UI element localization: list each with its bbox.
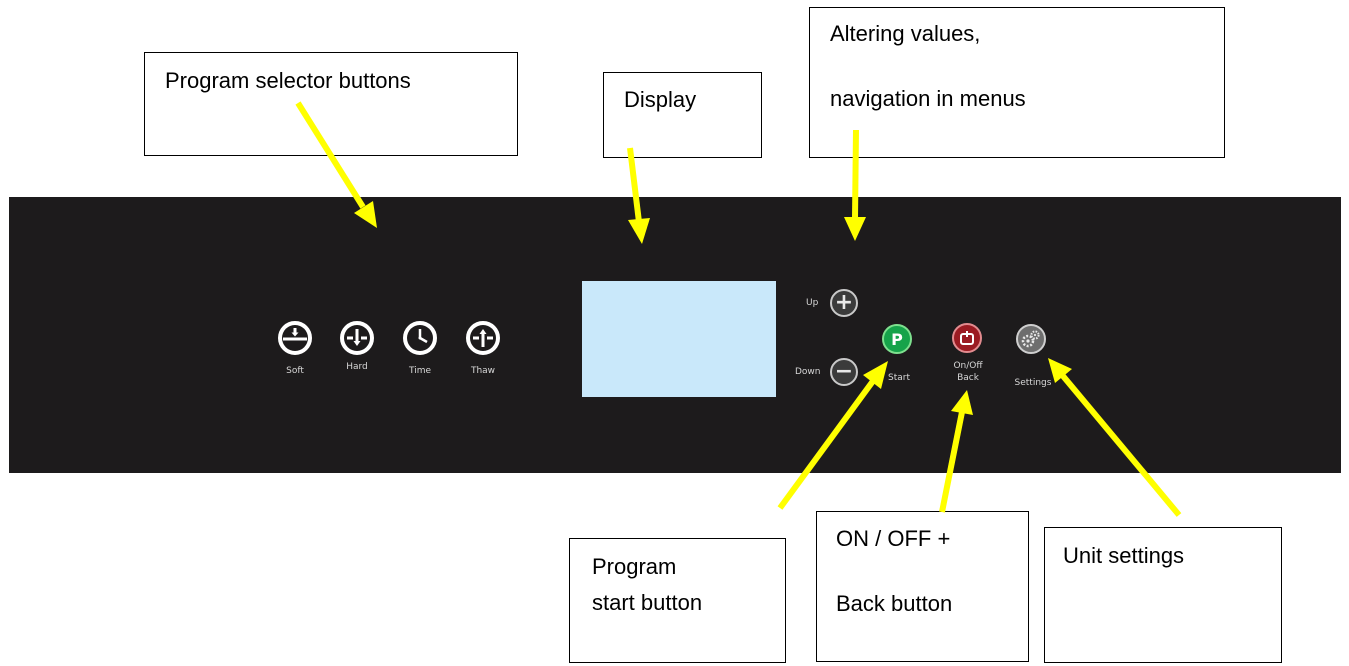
unit-settings-text: Unit settings (1063, 543, 1185, 568)
arrowhead-program-selector (354, 201, 377, 228)
time-program-button[interactable] (403, 321, 437, 355)
time-label: Time (408, 366, 432, 376)
settings-button[interactable] (1016, 324, 1046, 354)
arrow-program-start (777, 379, 876, 510)
program-start-text-line1: Program (592, 554, 677, 579)
program-selector-text: Program selector buttons (165, 68, 411, 93)
minus-icon: − (834, 359, 854, 384)
display-text: Display (624, 87, 697, 112)
altering-text-line1: Altering values, (830, 21, 981, 46)
program-start-text-line2: start button (592, 590, 703, 615)
onoff-text-line2: Back button (836, 591, 953, 616)
program-start-callout: Program start button (569, 538, 786, 663)
clock-icon (407, 325, 433, 351)
back-label: Back (957, 373, 979, 383)
altering-text-line2: navigation in menus (830, 86, 1026, 111)
altering-values-callout: Altering values, navigation in menus (809, 7, 1225, 158)
arrow-display (627, 147, 642, 223)
hard-program-button[interactable] (340, 321, 374, 355)
thaw-program-button[interactable] (466, 321, 500, 355)
arrowhead-unit-settings (1048, 358, 1072, 383)
hard-program-icon (344, 325, 370, 351)
plus-icon: + (834, 290, 854, 315)
hard-label: Hard (346, 362, 368, 372)
onoff-back-callout: ON / OFF + Back button (816, 511, 1029, 662)
down-button[interactable]: − (830, 358, 858, 386)
gear-icon (1021, 330, 1040, 348)
unit-settings-callout: Unit settings (1044, 527, 1282, 663)
start-label: Start (888, 373, 910, 383)
arrowhead-program-start (863, 361, 888, 389)
arrow-altering-values (852, 129, 859, 219)
power-icon (960, 331, 974, 345)
display-callout: Display (603, 72, 762, 158)
up-button[interactable]: + (830, 289, 858, 317)
thaw-label: Thaw (470, 366, 496, 376)
display-screen (582, 281, 776, 397)
start-p-icon: P (891, 329, 903, 349)
soft-label: Soft (286, 366, 304, 376)
onoff-label: On/Off (953, 361, 983, 371)
arrowhead-onoff-back (951, 390, 973, 415)
start-button[interactable]: P (882, 324, 912, 354)
arrow-program-selector (295, 101, 366, 209)
settings-label: Settings (1014, 378, 1052, 388)
onoff-text-line1: ON / OFF + (836, 526, 951, 551)
up-label: Up (806, 298, 819, 308)
arrowhead-altering-values (844, 217, 866, 241)
arrowhead-display (628, 218, 650, 244)
soft-program-icon (282, 325, 308, 351)
program-selector-callout: Program selector buttons (144, 52, 518, 156)
down-label: Down (795, 367, 821, 377)
thaw-program-icon (470, 325, 496, 351)
arrow-unit-settings (1060, 374, 1182, 517)
onoff-back-button[interactable] (952, 323, 982, 353)
arrow-onoff-back (939, 411, 965, 513)
soft-program-button[interactable] (278, 321, 312, 355)
